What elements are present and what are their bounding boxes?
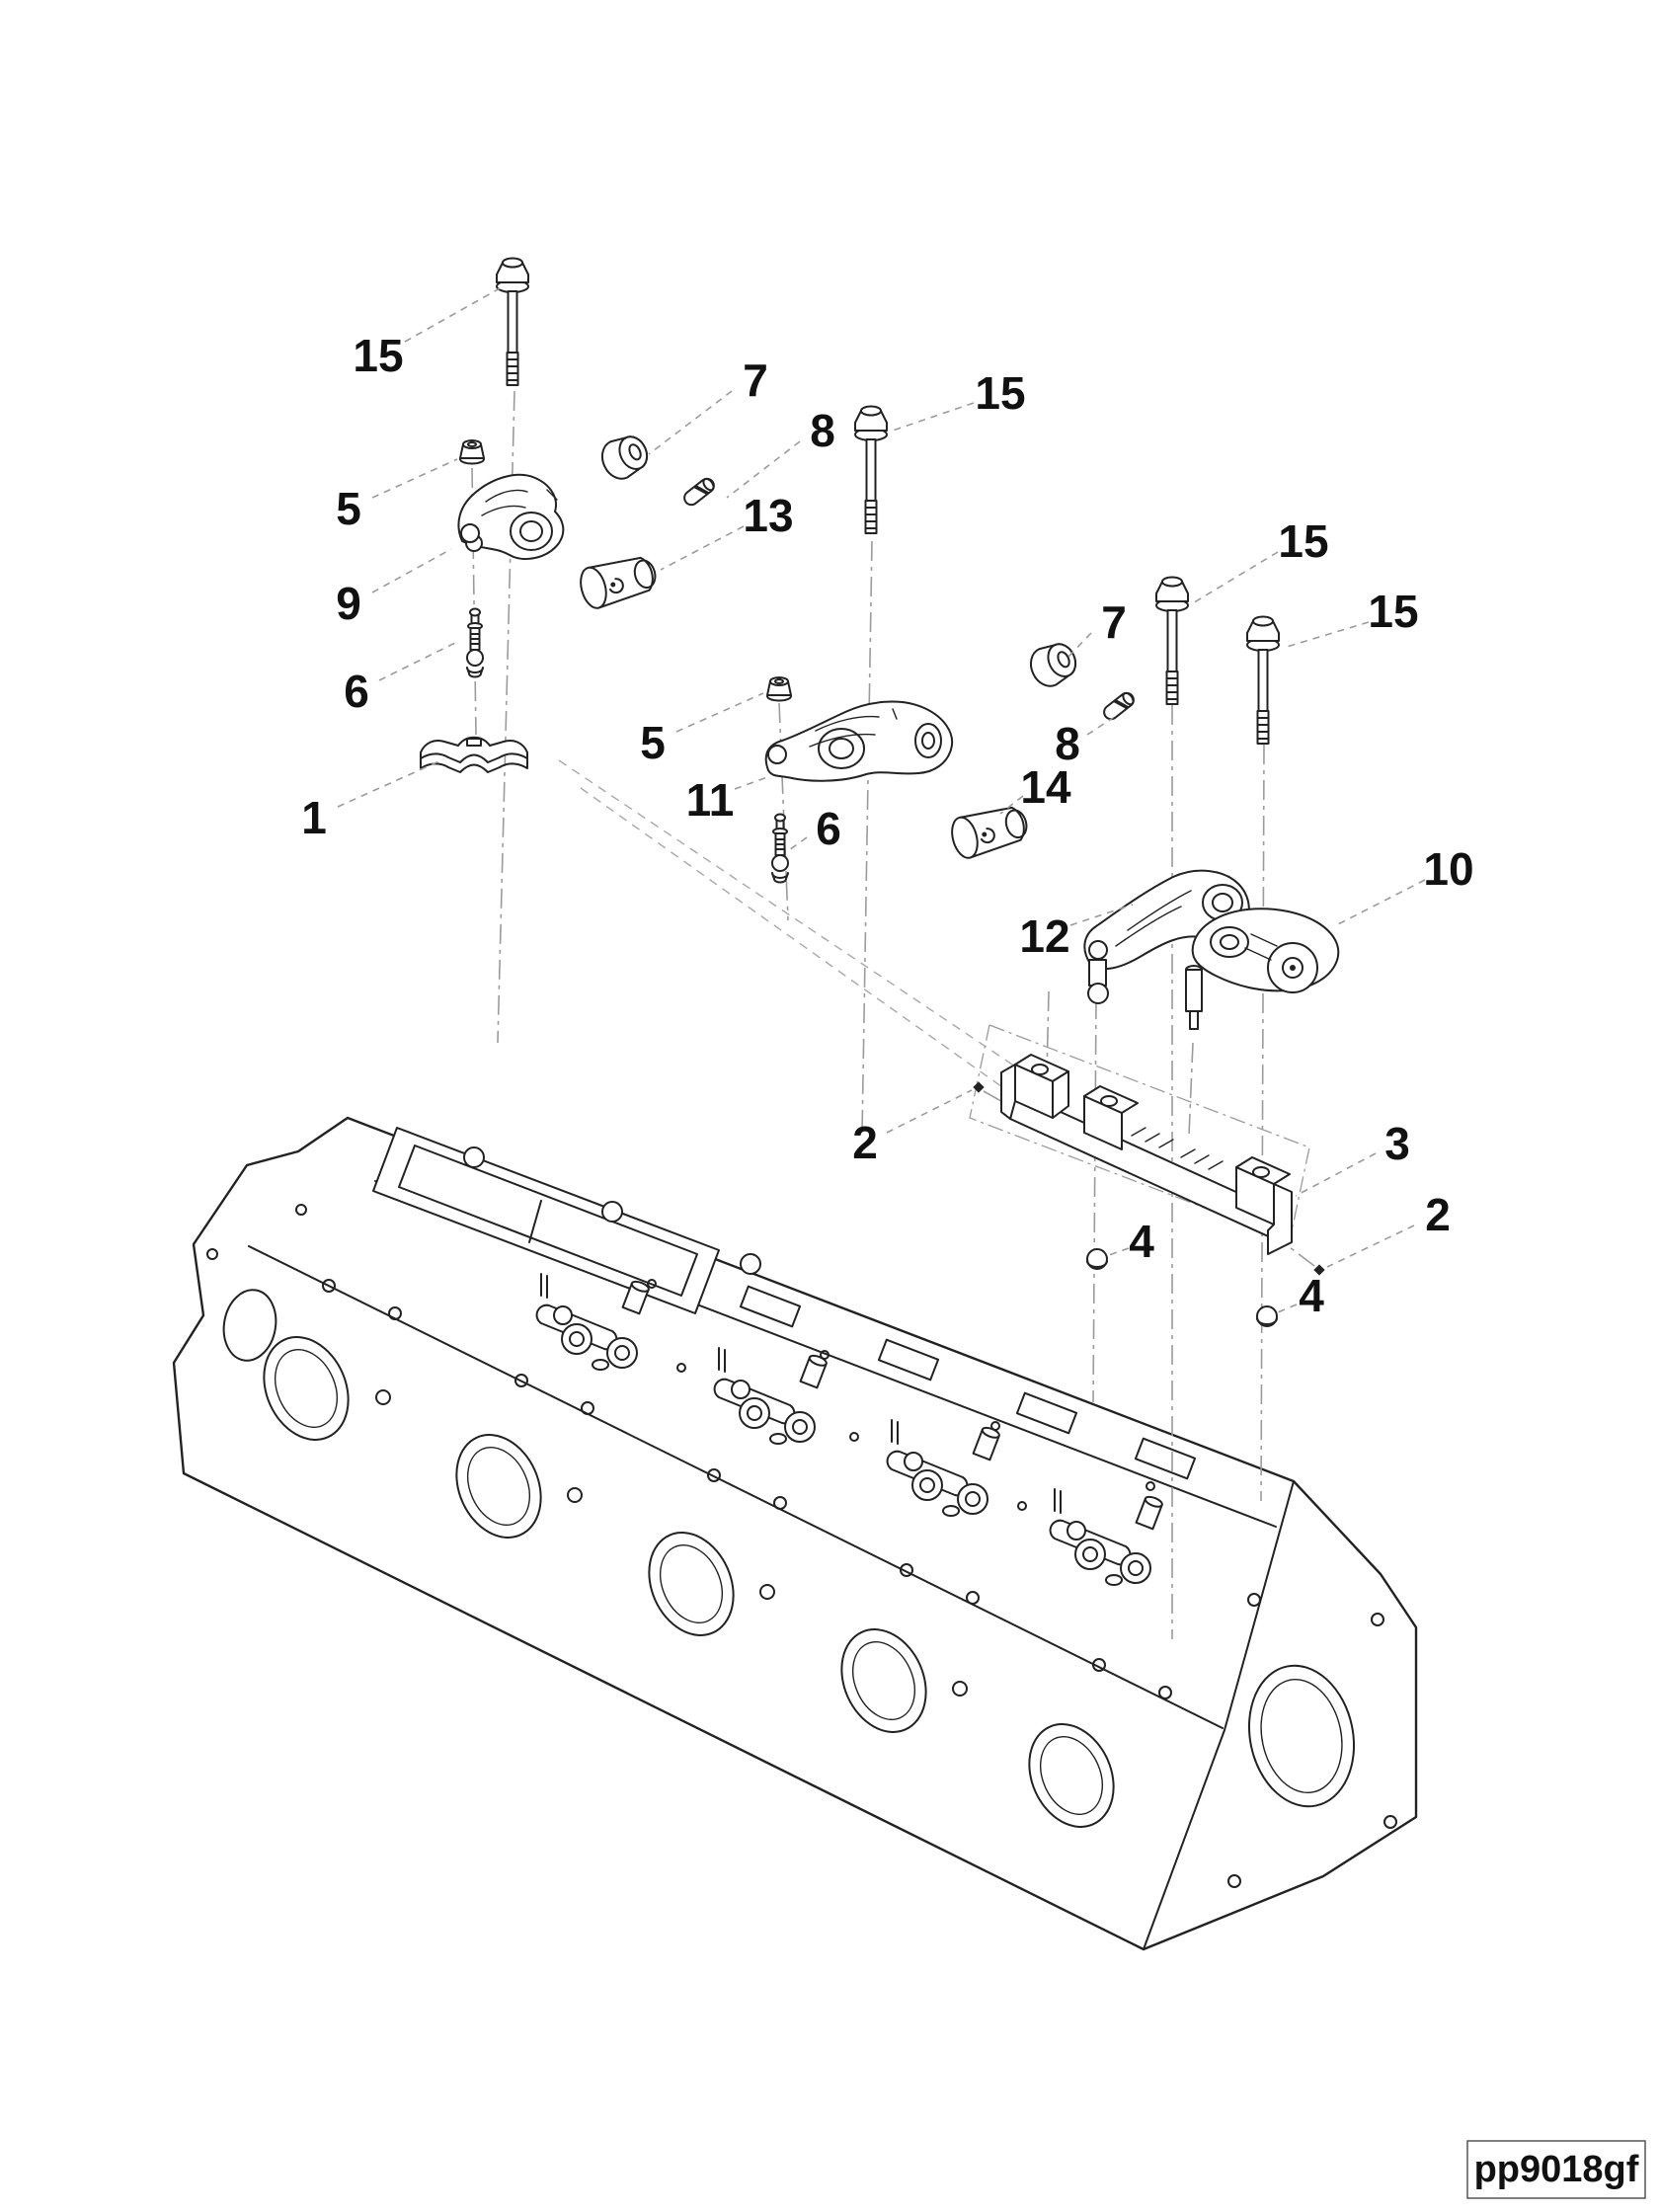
callout-11: 11 xyxy=(686,774,735,826)
callout-15: 15 xyxy=(1368,586,1418,637)
sealing-ball-4-1 xyxy=(1086,1248,1108,1270)
callout-7: 7 xyxy=(743,355,768,406)
dowel-2-2 xyxy=(1313,1264,1325,1276)
callout-5: 5 xyxy=(336,483,361,534)
callout-14: 14 xyxy=(1020,761,1071,813)
leader-lines xyxy=(337,287,1426,1313)
callout-5: 5 xyxy=(640,717,666,768)
callout-8: 8 xyxy=(810,405,835,456)
lock-nut-5-2 xyxy=(766,676,792,702)
part-code-text: pp9018gf xyxy=(1474,2149,1639,2190)
roller-pin-8-2 xyxy=(1100,689,1138,723)
cylinder-head-drawing xyxy=(172,1116,1418,1951)
roller-7-2 xyxy=(1023,635,1083,693)
callout-4: 4 xyxy=(1129,1216,1154,1267)
rocker-arm-10 xyxy=(1191,908,1340,993)
flange-bolt-15-4 xyxy=(1246,615,1280,745)
callout-15: 15 xyxy=(353,330,403,381)
roller-pin-8-1 xyxy=(680,475,718,509)
tappet-14 xyxy=(946,800,1033,862)
exploded-parts xyxy=(420,257,1340,1327)
adjusting-screw-6-1 xyxy=(466,607,484,678)
callout-10: 10 xyxy=(1423,843,1473,895)
callout-15: 15 xyxy=(975,367,1025,419)
flange-bolt-15-3 xyxy=(1155,576,1189,705)
callout-12: 12 xyxy=(1019,910,1069,962)
callout-8: 8 xyxy=(1055,718,1080,769)
rocker-bracket-3 xyxy=(1000,1054,1293,1255)
sealing-ball-4-2 xyxy=(1256,1305,1278,1327)
roller-7-1 xyxy=(594,428,655,486)
callout-7: 7 xyxy=(1101,596,1127,648)
lock-nut-5-1 xyxy=(459,439,485,465)
callout-labels: 15 7 8 15 5 13 15 15 9 7 6 5 8 14 11 6 1… xyxy=(301,330,1473,1321)
rocker-arm-9 xyxy=(457,473,565,560)
callout-13: 13 xyxy=(743,490,793,541)
callout-15: 15 xyxy=(1278,515,1328,567)
callout-2: 2 xyxy=(1425,1189,1451,1240)
front-face-ports xyxy=(263,1279,1172,1828)
part-code-box: pp9018gf xyxy=(1466,2140,1646,2199)
flange-bolt-15-2 xyxy=(854,405,888,534)
callout-1: 1 xyxy=(301,792,327,843)
callout-6: 6 xyxy=(344,666,369,717)
callout-4: 4 xyxy=(1299,1270,1324,1321)
callout-2: 2 xyxy=(852,1117,878,1168)
deck-detail-dots xyxy=(647,1279,1155,1511)
rocker-arm-11 xyxy=(764,700,954,782)
callout-3: 3 xyxy=(1384,1118,1410,1169)
right-end-face xyxy=(1143,1480,1397,1950)
flange-bolt-15-1 xyxy=(496,257,529,386)
callout-6: 6 xyxy=(816,803,841,854)
dowel-2-1 xyxy=(973,1081,985,1093)
valve-bridge-1 xyxy=(420,736,528,773)
tappet-13 xyxy=(575,550,662,612)
callout-9: 9 xyxy=(336,578,361,629)
rocker-arm-12 xyxy=(1083,869,1250,1030)
